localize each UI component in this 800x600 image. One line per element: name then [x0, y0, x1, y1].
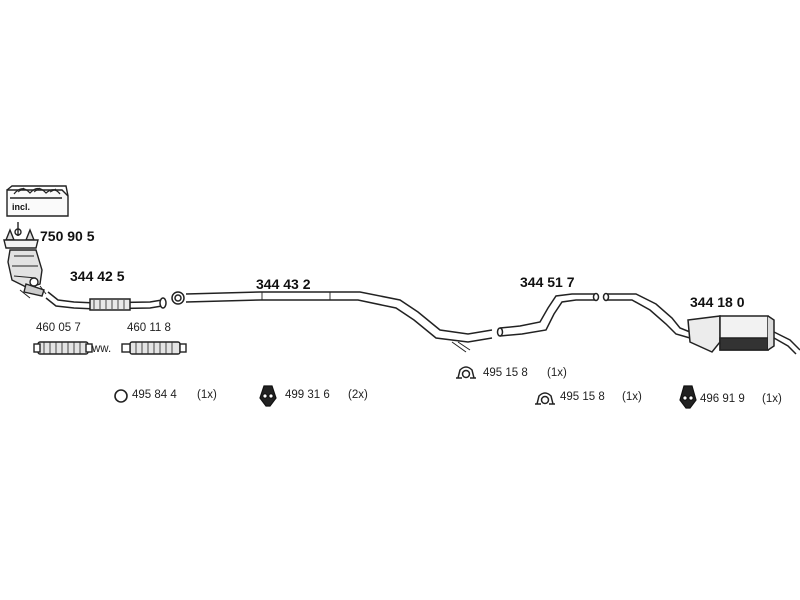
middle-pipe — [171, 291, 493, 353]
fitting-clamp-upper-number: 495 15 8 — [483, 367, 528, 379]
catalytic-converter — [3, 222, 47, 299]
part-number-catalytic: 750 90 5 — [40, 228, 95, 244]
part-number-flex-left: 460 05 7 — [36, 322, 81, 334]
flex-pipe-460118 — [121, 341, 187, 355]
fitting-clamp-lower-number: 495 15 8 — [560, 391, 605, 403]
part-number-rear-silencer: 344 18 0 — [690, 294, 745, 310]
fitting-ring-number: 495 84 4 — [132, 389, 177, 401]
front-pipe — [45, 291, 167, 311]
part-number-front-pipe: 344 42 5 — [70, 268, 125, 284]
clamp-icon-lower — [535, 392, 555, 405]
ring-icon — [114, 389, 128, 403]
intermediate-pipe — [496, 292, 600, 337]
fitting-hanger-b-number: 496 91 9 — [700, 393, 745, 405]
clamp-icon-upper — [456, 366, 476, 379]
fitting-clamp-upper-qty: (1x) — [547, 367, 567, 379]
kit-box — [6, 185, 69, 217]
fitting-hanger-a-number: 499 31 6 — [285, 389, 330, 401]
part-number-flex-right: 460 11 8 — [127, 322, 171, 334]
part-number-middle-pipe: 344 43 2 — [256, 276, 311, 292]
rubber-hanger-icon — [259, 385, 277, 407]
fitting-hanger-b-qty: (1x) — [762, 393, 782, 405]
fitting-ring-qty: (1x) — [197, 389, 217, 401]
part-number-intermediate-pipe: 344 51 7 — [520, 274, 575, 290]
flex-pipe-460057 — [33, 341, 93, 355]
alternative-label: ww. — [92, 343, 112, 355]
rear-silencer — [602, 292, 800, 355]
kit-incl-label: incl. — [12, 202, 31, 212]
fitting-clamp-lower-qty: (1x) — [622, 391, 642, 403]
fitting-hanger-a-qty: (2x) — [348, 389, 368, 401]
rubber-hanger-icon-b — [679, 385, 697, 409]
